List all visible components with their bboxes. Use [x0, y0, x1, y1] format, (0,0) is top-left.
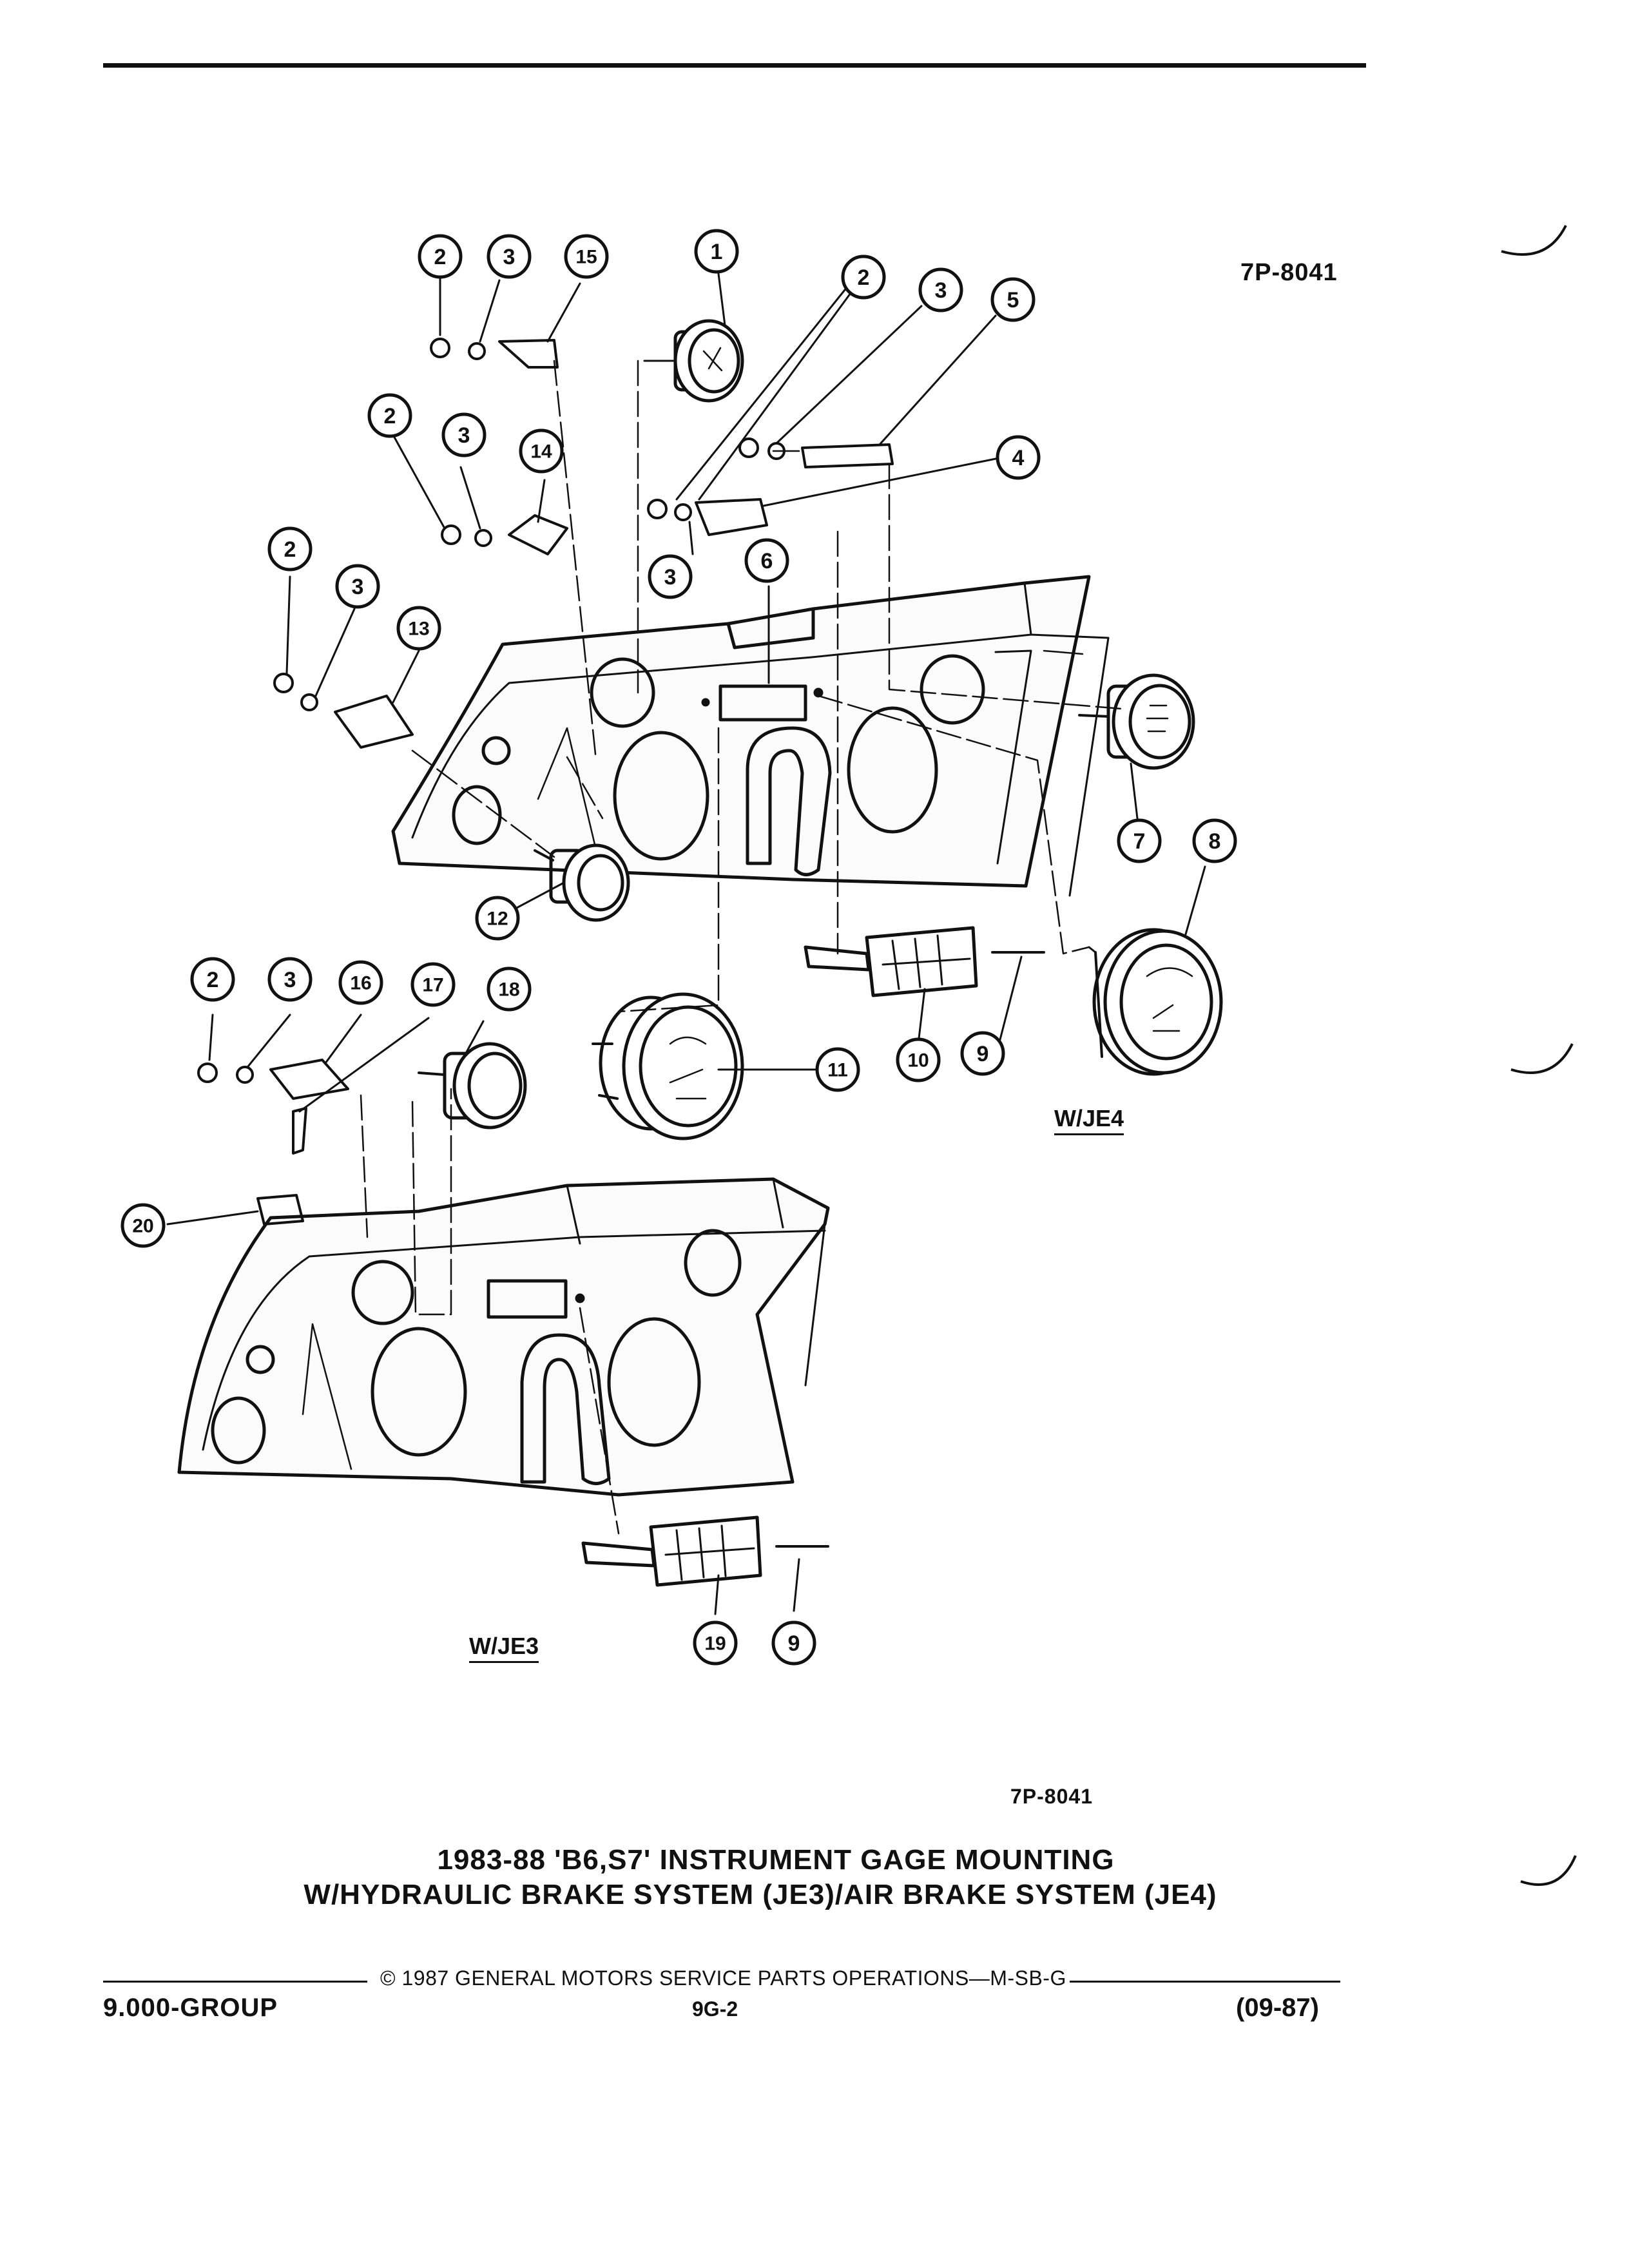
callout-label: 2 — [284, 537, 296, 562]
callout-20 — [120, 1203, 166, 1248]
header-rule — [103, 63, 1366, 68]
callout-label: 15 — [575, 247, 597, 268]
callout-label: 16 — [350, 973, 371, 994]
callout-12 — [475, 896, 520, 941]
gauge-8-tachometer — [1088, 928, 1223, 1076]
footer-rule-right — [1070, 1981, 1340, 1983]
upper-instrument-panel — [391, 575, 1110, 897]
variant-label-je4: W/JE4 — [1054, 1105, 1124, 1135]
callout-16 — [338, 960, 383, 1005]
callout-label: 14 — [530, 441, 552, 463]
copyright-notice: © 1987 GENERAL MOTORS SERVICE PARTS OPER… — [380, 1966, 1066, 1990]
callout-2d — [267, 526, 313, 572]
callout-17 — [410, 962, 456, 1007]
callout-3e — [335, 564, 380, 609]
callout-9b — [771, 1620, 816, 1666]
callout-label: 12 — [487, 908, 508, 930]
callout-label: 2 — [434, 245, 447, 269]
callout-label: 3 — [458, 423, 470, 448]
callout-10 — [896, 1037, 941, 1082]
margin-marks — [1501, 225, 1577, 1886]
callout-label: 18 — [498, 979, 519, 1001]
callout-label: 10 — [907, 1050, 929, 1072]
callout-label: 11 — [827, 1060, 848, 1081]
callout-4 — [996, 435, 1041, 480]
callout-label: 2 — [384, 404, 396, 428]
lower-instrument-panel — [177, 1177, 830, 1497]
callout-18 — [487, 966, 532, 1012]
gauge-12-small-left — [534, 843, 630, 922]
routing-lines — [360, 360, 1123, 1535]
callout-label: 3 — [284, 968, 296, 992]
callout-3c — [441, 412, 487, 457]
callout-label: 9 — [788, 1631, 800, 1656]
indicator-module-10 — [804, 926, 1045, 997]
callout-2e — [190, 957, 235, 1002]
callout-3b — [918, 267, 963, 312]
callout-label: 6 — [761, 549, 773, 573]
callout-13 — [396, 606, 441, 651]
callout-label: 5 — [1007, 288, 1019, 312]
gauge-1-small-top — [643, 319, 744, 403]
callouts: 2 3 15 1 2 3 5 2 3 14 4 6 3 2 3 13 7 8 1… — [120, 229, 1237, 1666]
callout-3d — [648, 554, 693, 599]
callout-label: 20 — [132, 1216, 153, 1237]
callout-11 — [815, 1047, 860, 1092]
callout-2a — [418, 234, 463, 279]
page-number: 9G-2 — [692, 1997, 738, 2021]
callout-7 — [1117, 818, 1162, 863]
callout-label: 7 — [1133, 829, 1146, 854]
gauge-11-speedometer — [592, 992, 744, 1140]
callout-2b — [841, 255, 886, 300]
callout-1 — [694, 229, 739, 274]
callout-6 — [744, 538, 789, 583]
figure-ref-top: 7P-8041 — [1240, 259, 1338, 286]
callout-14 — [519, 428, 564, 474]
callout-3a — [487, 234, 532, 279]
variant-label-je3: W/JE3 — [469, 1633, 539, 1663]
revision-date: (09-87) — [1236, 1994, 1319, 2022]
figure-ref-bottom: 7P-8041 — [1010, 1785, 1093, 1808]
callout-label: 8 — [1209, 829, 1221, 854]
callout-2c — [367, 393, 412, 438]
footer-rule-left — [103, 1981, 367, 1983]
indicator-module-19 — [581, 1515, 829, 1587]
callout-label: 13 — [408, 619, 429, 640]
figure-caption-line-2: W/HYDRAULIC BRAKE SYSTEM (JE3)/AIR BRAKE… — [304, 1879, 1217, 1910]
callout-label: 3 — [935, 278, 947, 303]
callout-label: 19 — [704, 1633, 726, 1655]
callout-3f — [267, 957, 313, 1002]
gauge-7-air-pressure — [1078, 673, 1195, 770]
callout-label: 1 — [711, 240, 723, 264]
callout-5 — [990, 277, 1036, 322]
callout-15 — [564, 234, 609, 279]
callout-label: 9 — [977, 1042, 989, 1066]
callout-label: 3 — [352, 575, 364, 599]
callout-label: 3 — [664, 565, 677, 590]
callout-19 — [693, 1620, 738, 1666]
callout-label: 2 — [858, 265, 870, 290]
callout-9a — [960, 1031, 1005, 1076]
callout-label: 4 — [1012, 446, 1025, 470]
callout-label: 17 — [422, 975, 443, 996]
callout-8 — [1192, 818, 1237, 863]
hardware — [197, 338, 894, 1225]
callout-label: 2 — [207, 968, 219, 992]
group-number: 9.000-GROUP — [103, 1994, 278, 2022]
callout-label: 3 — [503, 245, 516, 269]
gauge-18 — [418, 1042, 527, 1129]
figure-caption-line-1: 1983-88 'B6,S7' INSTRUMENT GAGE MOUNTING — [437, 1844, 1115, 1876]
